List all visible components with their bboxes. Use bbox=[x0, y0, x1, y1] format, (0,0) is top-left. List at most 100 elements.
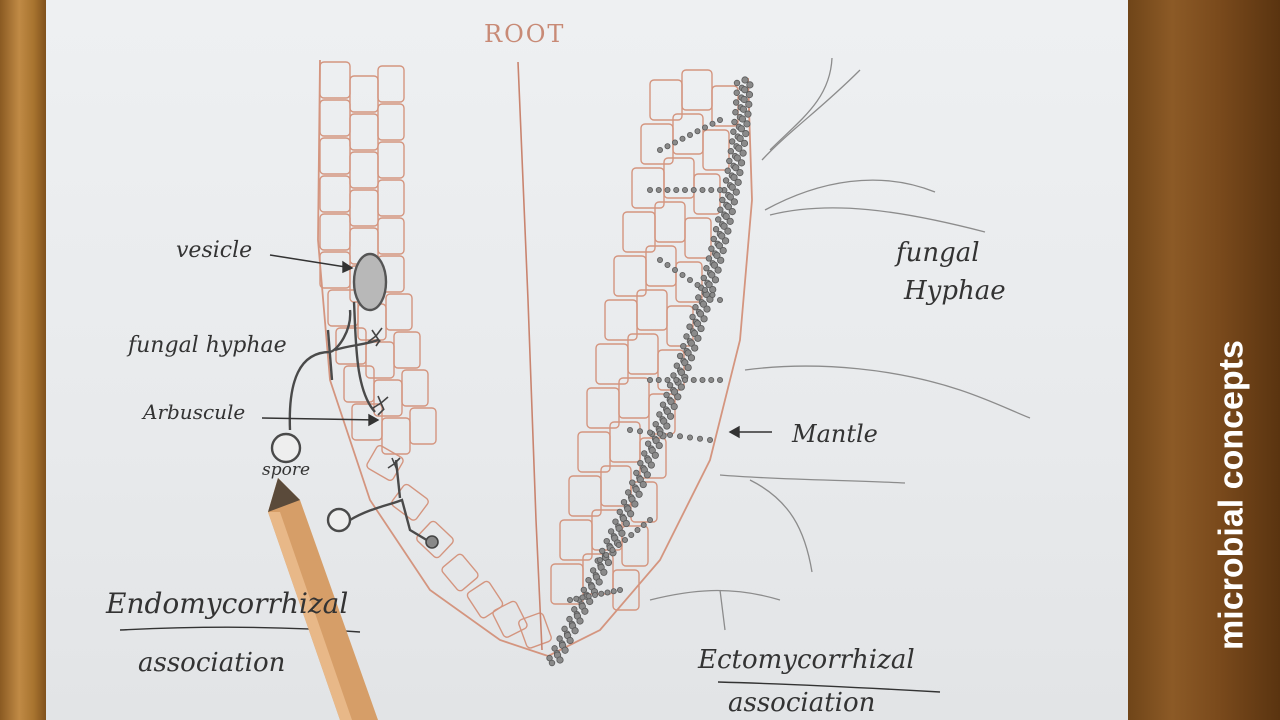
hypha-bead bbox=[679, 271, 686, 278]
hypha-bead bbox=[641, 450, 648, 457]
hypha-bead bbox=[735, 144, 743, 152]
annotation-arrows bbox=[261, 254, 772, 439]
hypha-bead bbox=[699, 300, 708, 308]
hypha-bead bbox=[670, 402, 678, 411]
root-cell bbox=[319, 137, 351, 175]
endomycorrhizal-title-line1: Endomycorrhizal bbox=[106, 587, 349, 620]
hypha-bead bbox=[724, 167, 731, 174]
hypha-bead bbox=[696, 310, 705, 318]
hypha-bead bbox=[741, 86, 749, 94]
hypha-bead bbox=[585, 593, 592, 600]
hypha-bead bbox=[690, 186, 697, 193]
hypha-bead bbox=[689, 313, 696, 321]
root-cell bbox=[377, 217, 405, 255]
hypha-bead bbox=[620, 498, 628, 506]
root-cell bbox=[441, 553, 479, 592]
hypha-bead bbox=[639, 480, 647, 489]
mantle-label: Mantle bbox=[792, 420, 878, 448]
hypha-bead bbox=[586, 597, 594, 606]
hypha-bead bbox=[709, 120, 716, 127]
hypha-bead bbox=[745, 100, 753, 108]
hypha-bead bbox=[670, 388, 679, 396]
root-cell bbox=[675, 261, 703, 303]
hypha-bead bbox=[643, 471, 651, 479]
hypha-bead bbox=[672, 139, 679, 146]
hypha-bead bbox=[567, 597, 574, 604]
hypha-bead bbox=[681, 359, 689, 367]
root-cell bbox=[377, 103, 405, 141]
hypha-bead bbox=[720, 222, 728, 230]
hypha-bead bbox=[556, 635, 563, 642]
hypha-bead bbox=[655, 376, 662, 383]
hypha-bead bbox=[726, 157, 733, 165]
spore-shape bbox=[270, 432, 302, 464]
hypha-bead bbox=[680, 342, 687, 350]
hypha-bead bbox=[694, 334, 702, 342]
hypha-bead bbox=[687, 276, 694, 283]
hypha-bead bbox=[657, 146, 664, 153]
hypha-bead bbox=[726, 193, 734, 201]
ectomycorrhizal-title-line2: association bbox=[728, 688, 876, 718]
root-cell bbox=[702, 129, 730, 171]
hypha-bead bbox=[647, 517, 654, 524]
hypha-bead bbox=[699, 186, 706, 193]
hypha-bead bbox=[703, 305, 711, 313]
mantle-hyphae-beads bbox=[546, 76, 754, 667]
root-cell bbox=[385, 293, 413, 331]
hypha-bead bbox=[702, 124, 709, 131]
hypha-bead bbox=[739, 149, 747, 157]
hypha-bead bbox=[603, 537, 610, 545]
hypha-bead bbox=[724, 227, 732, 235]
hypha-bead bbox=[711, 276, 720, 284]
hypha-bead bbox=[566, 615, 573, 623]
root-cell bbox=[377, 65, 405, 103]
root-cell bbox=[681, 69, 713, 111]
hypha-bead bbox=[597, 557, 604, 564]
root-cell bbox=[377, 141, 405, 179]
hypha-bead bbox=[719, 196, 726, 204]
root-cell bbox=[393, 331, 421, 369]
root-cell bbox=[621, 525, 649, 567]
hypha-bead bbox=[713, 251, 721, 260]
hypha-bead bbox=[644, 440, 652, 447]
hypha-bead bbox=[702, 286, 709, 293]
hypha-bead bbox=[635, 490, 643, 498]
hypha-bead bbox=[663, 422, 671, 430]
hypha-bead bbox=[677, 433, 684, 440]
hypha-bead bbox=[664, 186, 671, 193]
hypha-bead bbox=[556, 656, 564, 664]
hypha-bead bbox=[686, 323, 693, 330]
hypha-bead bbox=[667, 398, 675, 406]
root-cell-grid bbox=[319, 61, 739, 649]
hypha-bead bbox=[609, 547, 616, 554]
hypha-bead bbox=[708, 376, 715, 383]
hypha-bead bbox=[736, 134, 744, 143]
hypha-bead bbox=[640, 522, 647, 529]
hypha-bead bbox=[690, 329, 699, 338]
hypha-bead bbox=[617, 587, 624, 594]
hypha-bead bbox=[722, 212, 730, 221]
hypha-bead bbox=[715, 216, 722, 223]
hypha-bead bbox=[598, 590, 605, 597]
vesicle-shape bbox=[352, 252, 388, 312]
root-cell bbox=[349, 113, 379, 151]
hypha-bead bbox=[672, 266, 679, 273]
hypha-bead bbox=[740, 139, 749, 147]
hypha-bead bbox=[728, 207, 736, 216]
hypha-bead bbox=[718, 232, 726, 240]
hypha-bead bbox=[708, 271, 716, 279]
hypha-bead bbox=[599, 547, 606, 555]
hypha-bead bbox=[683, 333, 690, 340]
hypha-bead bbox=[573, 595, 580, 602]
hypha-bead bbox=[657, 430, 664, 437]
hypha-bead bbox=[628, 532, 635, 539]
hypha-bead bbox=[708, 245, 715, 252]
hypha-bead bbox=[710, 261, 719, 269]
fungal-hyphae-right-label-line1: fungal bbox=[896, 238, 980, 268]
hypha-bead bbox=[731, 118, 738, 126]
hypha-bead bbox=[732, 109, 739, 116]
hypha-bead bbox=[733, 89, 740, 96]
channel-watermark: microbial concepts bbox=[1212, 340, 1251, 650]
arbuscule-shapes bbox=[367, 327, 439, 549]
